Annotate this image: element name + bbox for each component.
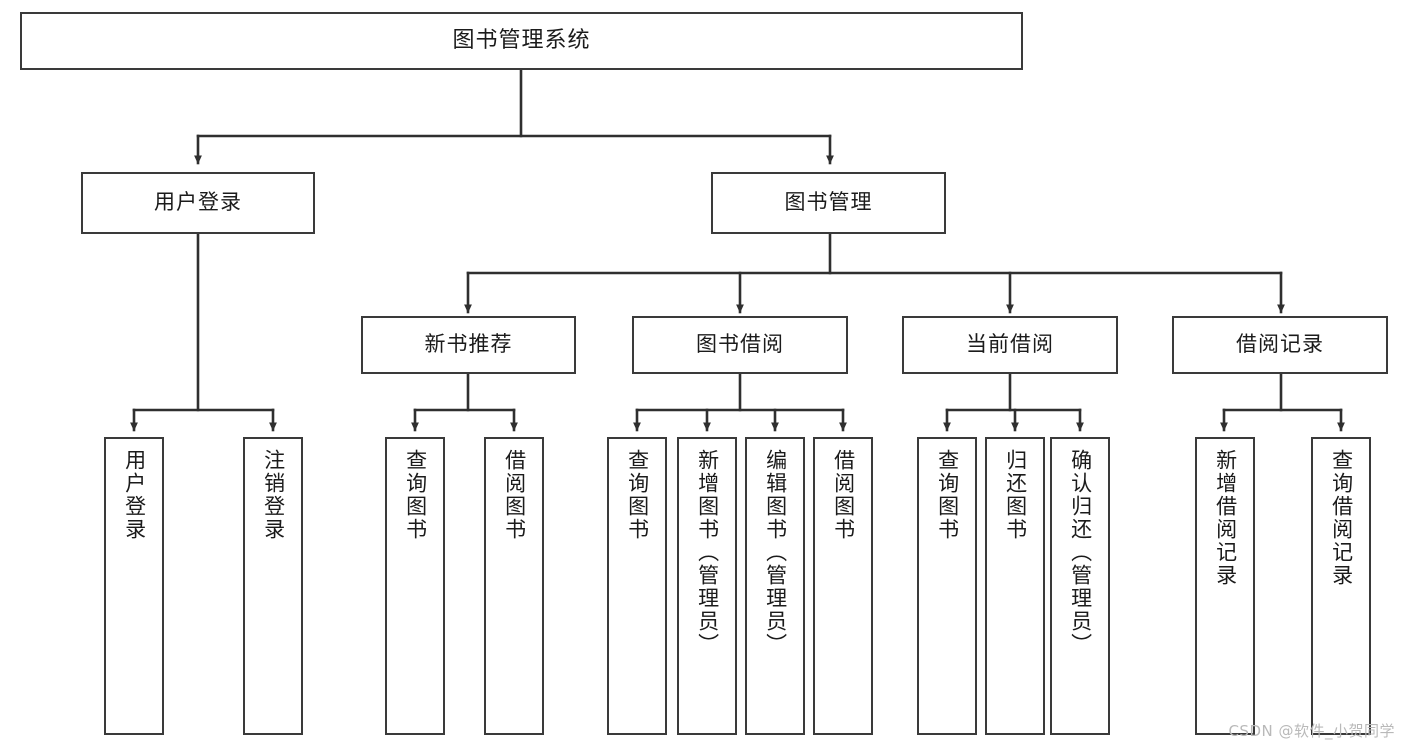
node-label: 借阅图书 bbox=[831, 449, 856, 541]
node-label: 查询图书 bbox=[935, 449, 960, 541]
node-label: 注销登录 bbox=[261, 449, 286, 541]
node-label: 用户登录 bbox=[154, 190, 242, 215]
node-leaf-return-book[interactable]: 归还图书 bbox=[985, 437, 1045, 735]
node-leaf-logout[interactable]: 注销登录 bbox=[243, 437, 303, 735]
node-leaf-edit-book-admin[interactable]: 编辑图书（管理员） bbox=[745, 437, 805, 735]
node-user-login[interactable]: 用户登录 bbox=[81, 172, 315, 234]
node-label: 图书管理系统 bbox=[452, 27, 591, 53]
node-leaf-borrow-book-recommend[interactable]: 借阅图书 bbox=[484, 437, 544, 735]
watermark-text: CSDN @软件_小贺同学 bbox=[1228, 722, 1395, 740]
node-borrow-record[interactable]: 借阅记录 bbox=[1172, 316, 1388, 374]
node-label: 图书借阅 bbox=[696, 332, 784, 357]
node-book-borrow[interactable]: 图书借阅 bbox=[632, 316, 848, 374]
node-label: 查询图书 bbox=[625, 449, 650, 541]
node-label: 归还图书 bbox=[1003, 449, 1028, 541]
node-leaf-query-book-borrow[interactable]: 查询图书 bbox=[607, 437, 667, 735]
node-root-system[interactable]: 图书管理系统 bbox=[20, 12, 1023, 70]
node-label: 用户登录 bbox=[122, 449, 147, 541]
node-label: 查询借阅记录 bbox=[1329, 449, 1354, 587]
node-label: 新增借阅记录 bbox=[1213, 449, 1238, 587]
node-leaf-confirm-return-admin[interactable]: 确认归还（管理员） bbox=[1050, 437, 1110, 735]
node-book-management[interactable]: 图书管理 bbox=[711, 172, 946, 234]
node-label: 图书管理 bbox=[784, 190, 873, 215]
node-leaf-query-book-recommend[interactable]: 查询图书 bbox=[385, 437, 445, 735]
node-label: 编辑图书（管理员） bbox=[763, 449, 788, 656]
node-label: 当前借阅 bbox=[966, 332, 1054, 357]
node-leaf-borrow-book[interactable]: 借阅图书 bbox=[813, 437, 873, 735]
node-label: 新书推荐 bbox=[424, 332, 513, 357]
node-current-borrow[interactable]: 当前借阅 bbox=[902, 316, 1118, 374]
node-leaf-user-login[interactable]: 用户登录 bbox=[104, 437, 164, 735]
node-label: 借阅图书 bbox=[502, 449, 527, 541]
node-leaf-add-borrow-record[interactable]: 新增借阅记录 bbox=[1195, 437, 1255, 735]
node-label: 确认归还（管理员） bbox=[1068, 449, 1093, 656]
node-label: 借阅记录 bbox=[1236, 332, 1324, 357]
node-new-book-recommend[interactable]: 新书推荐 bbox=[361, 316, 576, 374]
node-label: 新增图书（管理员） bbox=[695, 449, 720, 656]
node-label: 查询图书 bbox=[403, 449, 428, 541]
node-leaf-query-book-current[interactable]: 查询图书 bbox=[917, 437, 977, 735]
node-leaf-add-book-admin[interactable]: 新增图书（管理员） bbox=[677, 437, 737, 735]
node-leaf-query-borrow-record[interactable]: 查询借阅记录 bbox=[1311, 437, 1371, 735]
